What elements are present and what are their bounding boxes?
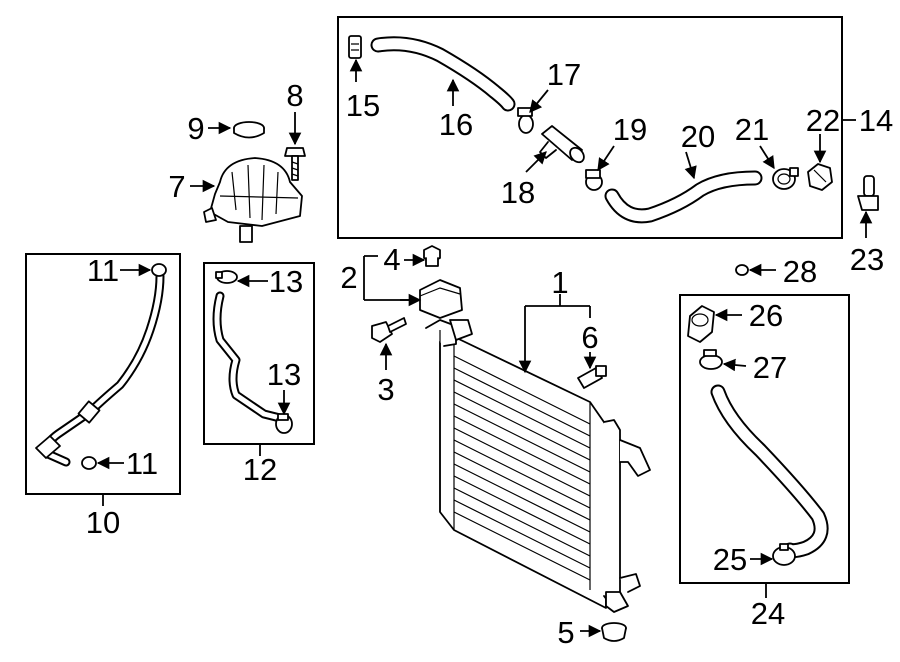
reservoir-cap[interactable] — [233, 121, 265, 139]
hose-clamp-27[interactable] — [699, 349, 723, 370]
upper-hose-group-box — [337, 16, 843, 239]
callout-7: 7 — [168, 169, 185, 204]
hose-clamp-11-top[interactable] — [151, 263, 167, 277]
callout-13-top: 13 — [269, 264, 303, 299]
callout-21: 21 — [735, 112, 769, 147]
callout-22: 22 — [806, 103, 840, 138]
callout-25: 25 — [713, 542, 747, 577]
callout-4: 4 — [383, 242, 400, 277]
reservoir-bolt[interactable] — [284, 147, 306, 181]
leader-lines — [96, 58, 873, 638]
callout-14: 14 — [859, 103, 893, 138]
lower-hose-group-box — [679, 294, 850, 584]
upper-radiator-hose[interactable] — [370, 36, 516, 112]
hose-fitting-26[interactable] — [687, 305, 715, 343]
callout-labels: 1 2 3 4 5 6 7 8 9 10 11 11 12 13 13 14 1… — [86, 57, 893, 650]
radiator[interactable] — [425, 319, 651, 613]
hose-clamp-21[interactable] — [772, 167, 799, 190]
callout-26: 26 — [749, 298, 783, 333]
hose-clamp-17[interactable] — [517, 107, 534, 134]
callout-18: 18 — [501, 175, 535, 210]
lower-radiator-hose[interactable] — [710, 384, 829, 559]
hose-fitting-22[interactable] — [807, 163, 833, 191]
reservoir-hose[interactable] — [212, 291, 285, 423]
drain-plug-5[interactable] — [601, 622, 627, 642]
callout-5: 5 — [557, 615, 574, 650]
callout-23: 23 — [850, 242, 884, 277]
reservoir-hose-group-box — [203, 262, 315, 445]
callout-17: 17 — [547, 57, 581, 92]
hose-clamp-13-bottom[interactable] — [275, 413, 293, 434]
nut-4[interactable] — [423, 245, 441, 267]
hose-clamp-19[interactable] — [585, 169, 603, 191]
callout-15: 15 — [346, 88, 380, 123]
sensor-23[interactable] — [857, 175, 879, 211]
callout-19: 19 — [613, 112, 647, 147]
callout-9: 9 — [187, 111, 204, 146]
callout-20: 20 — [681, 119, 715, 154]
hose-clamp-11-bottom[interactable] — [81, 456, 97, 470]
radiator-hose-20[interactable] — [604, 170, 763, 224]
bolt-3[interactable] — [371, 317, 407, 343]
callout-11-bottom: 11 — [126, 446, 158, 481]
callout-27: 27 — [753, 350, 787, 385]
callout-2: 2 — [340, 260, 357, 295]
callout-3: 3 — [377, 372, 394, 407]
hose-clamp-15[interactable] — [348, 35, 362, 59]
callout-11-top: 11 — [87, 253, 119, 288]
callout-12: 12 — [243, 452, 277, 487]
callout-6: 6 — [581, 320, 598, 355]
overflow-hose[interactable] — [35, 271, 165, 467]
callout-8: 8 — [286, 78, 303, 113]
callout-24: 24 — [751, 596, 785, 631]
radiator-fins — [453, 355, 591, 581]
callout-10: 10 — [86, 505, 120, 540]
hose-connector-18[interactable] — [539, 125, 587, 165]
radiator-bracket[interactable] — [419, 279, 463, 319]
callout-13-bottom: 13 — [267, 357, 301, 392]
hose-clamp-13-top[interactable] — [215, 270, 238, 284]
clip-28[interactable] — [735, 264, 749, 276]
callout-16: 16 — [439, 107, 473, 142]
callout-28: 28 — [783, 254, 817, 289]
callout-1: 1 — [551, 265, 568, 300]
drain-plug-6[interactable] — [577, 365, 607, 389]
coolant-reservoir[interactable] — [203, 157, 303, 243]
